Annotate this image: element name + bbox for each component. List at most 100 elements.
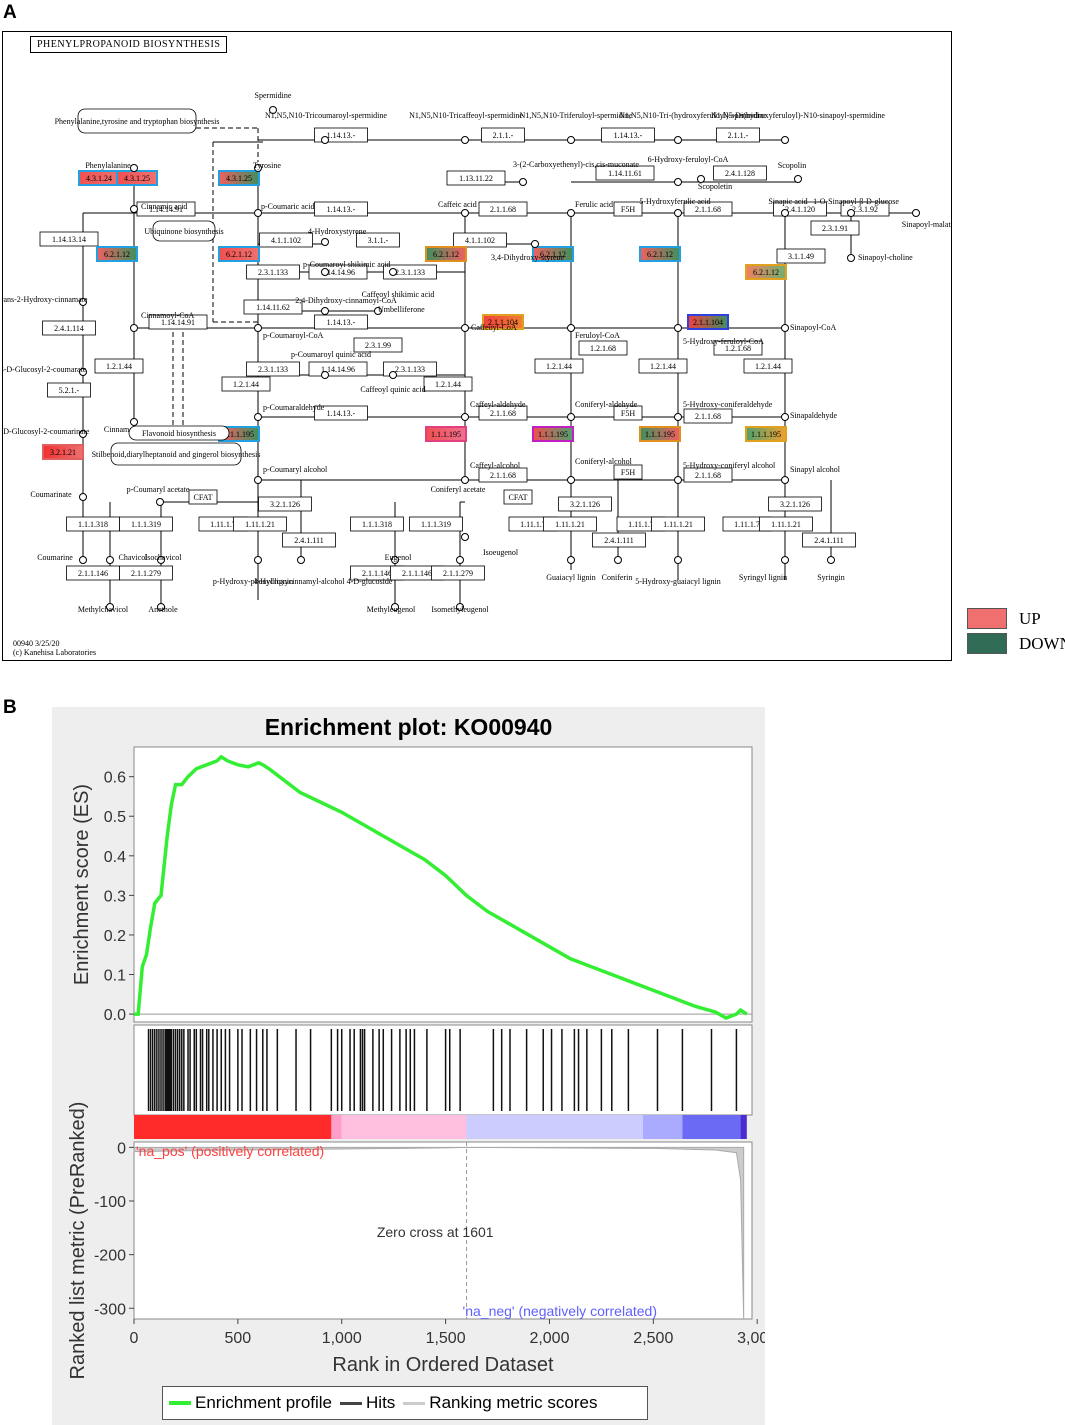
- compound-node: [567, 413, 575, 421]
- compound-node: [157, 603, 165, 611]
- enzyme-label: 1.1.1.319: [421, 520, 451, 529]
- compound-label: Phenylalanine: [85, 161, 131, 170]
- enzyme-label: 1.11.1.7: [734, 520, 760, 529]
- y-tick-label: 0.0: [104, 1007, 126, 1024]
- enzyme-label: 1.14.14.91: [161, 318, 195, 327]
- enzyme-label: 2.1.1.68: [695, 412, 721, 421]
- y2-axis-label: Ranked list metric (PreRanked): [67, 1102, 89, 1380]
- ranking-area: [133, 1141, 753, 1320]
- enzyme-label: 2.1.1.-: [728, 131, 749, 140]
- compound-node: [106, 603, 114, 611]
- enzyme-label: 1.2.1.44: [755, 362, 781, 371]
- heatmap-segment: [331, 1115, 342, 1139]
- highlighted-enzyme-box: [745, 426, 787, 442]
- enzyme-label: 1.2.1.68: [725, 344, 751, 353]
- compound-label: 5-Hydroxy-guaiacyl lignin: [635, 577, 721, 586]
- compound-label: Anethole: [148, 605, 178, 614]
- enzyme-box: [613, 464, 643, 480]
- enzyme-box: [446, 170, 506, 186]
- compound-label: 5-Hydroxy-coniferaldehyde: [683, 400, 773, 409]
- legend-hits: Hits: [340, 1393, 395, 1413]
- compound-label: Sinapic acid: [768, 197, 807, 206]
- compound-node: [697, 175, 705, 183]
- compound-node: [567, 324, 575, 332]
- enzyme-label: 2.1.1.-: [493, 131, 514, 140]
- enzyme-box: [453, 232, 507, 248]
- highlighted-enzyme-label: 1.1.1.195: [431, 430, 461, 439]
- enzyme-box: [503, 489, 533, 505]
- enzyme-label: 4.1.1.102: [465, 236, 495, 245]
- compound-node: [130, 418, 138, 426]
- enzyme-box: [353, 337, 403, 353]
- enzyme-box: [776, 248, 826, 264]
- compound-label: Coniferyl-alcohol: [575, 457, 633, 466]
- highlighted-enzyme-label: 1.1.1.195: [538, 430, 568, 439]
- enzyme-label: 2.1.1.279: [131, 569, 161, 578]
- highlighted-enzyme-label: 2.1.1.104: [693, 318, 723, 327]
- y-axis-label: Enrichment score (ES): [71, 784, 93, 985]
- highlighted-enzyme-label: 3.2.1.21: [50, 448, 76, 457]
- compound-node: [614, 556, 622, 564]
- compound-label: Umbelliferone: [378, 305, 425, 314]
- enzyme-box: [188, 489, 218, 505]
- legend-down: DOWN: [967, 633, 1065, 654]
- map-title: PHENYLPROPANOID BIOSYNTHESIS: [30, 36, 228, 53]
- x-tick-label: 3,000: [737, 1330, 765, 1347]
- enzyme-label: 2.4.1.120: [785, 205, 815, 214]
- heatmap-segment: [740, 1115, 747, 1139]
- compound-label: 4-Hydroxystyrene: [308, 227, 367, 236]
- compound-label: Chavicol: [119, 553, 149, 562]
- compound-label: 6-Hydroxy-feruloyl-CoA: [648, 155, 729, 164]
- compound-label: 1-O-Sinapoyl-β-D-glucose: [813, 197, 899, 206]
- enzyme-box: [148, 314, 208, 330]
- highlighted-enzyme-label: 1.1.1.195: [645, 430, 675, 439]
- enzyme-label: 2.3.1.133: [258, 365, 288, 374]
- enzyme-label: 3.1.1.49: [788, 252, 814, 261]
- pathway-link-label: Flavonoid biosynthesis: [142, 429, 216, 438]
- compound-node: [781, 209, 789, 217]
- compound-label: Sinapoyl-choline: [858, 253, 913, 262]
- enzyme-box: [601, 127, 655, 143]
- compound-node: [912, 209, 920, 217]
- enzyme-label: 2.1.1.68: [490, 409, 516, 418]
- enzyme-label: 4.1.1.102: [271, 236, 301, 245]
- compound-node: [847, 254, 855, 262]
- x-tick-label: 0: [130, 1330, 139, 1347]
- enzyme-label: 1.14.13.-: [327, 205, 356, 214]
- legend-down-label: DOWN: [1019, 633, 1065, 653]
- map-footer-text: (c) Kanehisa Laboratories: [13, 648, 96, 657]
- compound-node: [130, 324, 138, 332]
- highlighted-enzyme-box: [687, 314, 729, 330]
- compound-label: Caffeoyl shikimic acid: [362, 290, 435, 299]
- compound-label: N1,N5,N10-Tri-(hydroxyferuloyl)-spermidi…: [619, 111, 767, 120]
- compound-label: trans-2-Hydroxy-cinnamate: [3, 295, 88, 304]
- enzyme-box: [613, 405, 643, 421]
- compound-label: Sinapyl alcohol: [790, 465, 841, 474]
- compound-node: [254, 476, 262, 484]
- legend-line-grey: [403, 1401, 426, 1405]
- enzyme-label: 1.14.13.14: [52, 235, 86, 244]
- enzyme-label: F5H: [621, 468, 635, 477]
- compound-label: 3-(2-Carboxyethenyl)-cis,cis-muconate: [513, 160, 639, 169]
- highlighted-enzyme-box: [745, 264, 787, 280]
- panel-a-letter: A: [3, 2, 17, 23]
- enzyme-label: 1.2.1.44: [546, 362, 572, 371]
- enzyme-label: 1.1.1.318: [78, 520, 108, 529]
- highlighted-enzyme-label: 4.3.1.24: [86, 174, 112, 183]
- x-tick-label: 1,500: [426, 1330, 466, 1347]
- compound-label: β-D-Glucosyl-2-coumarate: [3, 365, 87, 374]
- compound-node: [79, 493, 87, 501]
- compound-label: N1,N5,N10-Tricaffeoyl-spermidine: [409, 111, 523, 120]
- enzyme-box: [810, 220, 860, 236]
- compound-node: [519, 178, 527, 186]
- compound-node: [456, 603, 464, 611]
- compound-label: Cinnamic acid: [141, 202, 187, 211]
- enzyme-box: [243, 299, 303, 315]
- compound-node: [156, 498, 164, 506]
- compound-node: [827, 556, 835, 564]
- enzyme-label: 1.14.14.96: [321, 365, 355, 374]
- compound-label: Coumarine: [37, 553, 73, 562]
- compound-node: [391, 603, 399, 611]
- compound-label: Isoeugenol: [483, 548, 519, 557]
- enzyme-box: [802, 532, 856, 548]
